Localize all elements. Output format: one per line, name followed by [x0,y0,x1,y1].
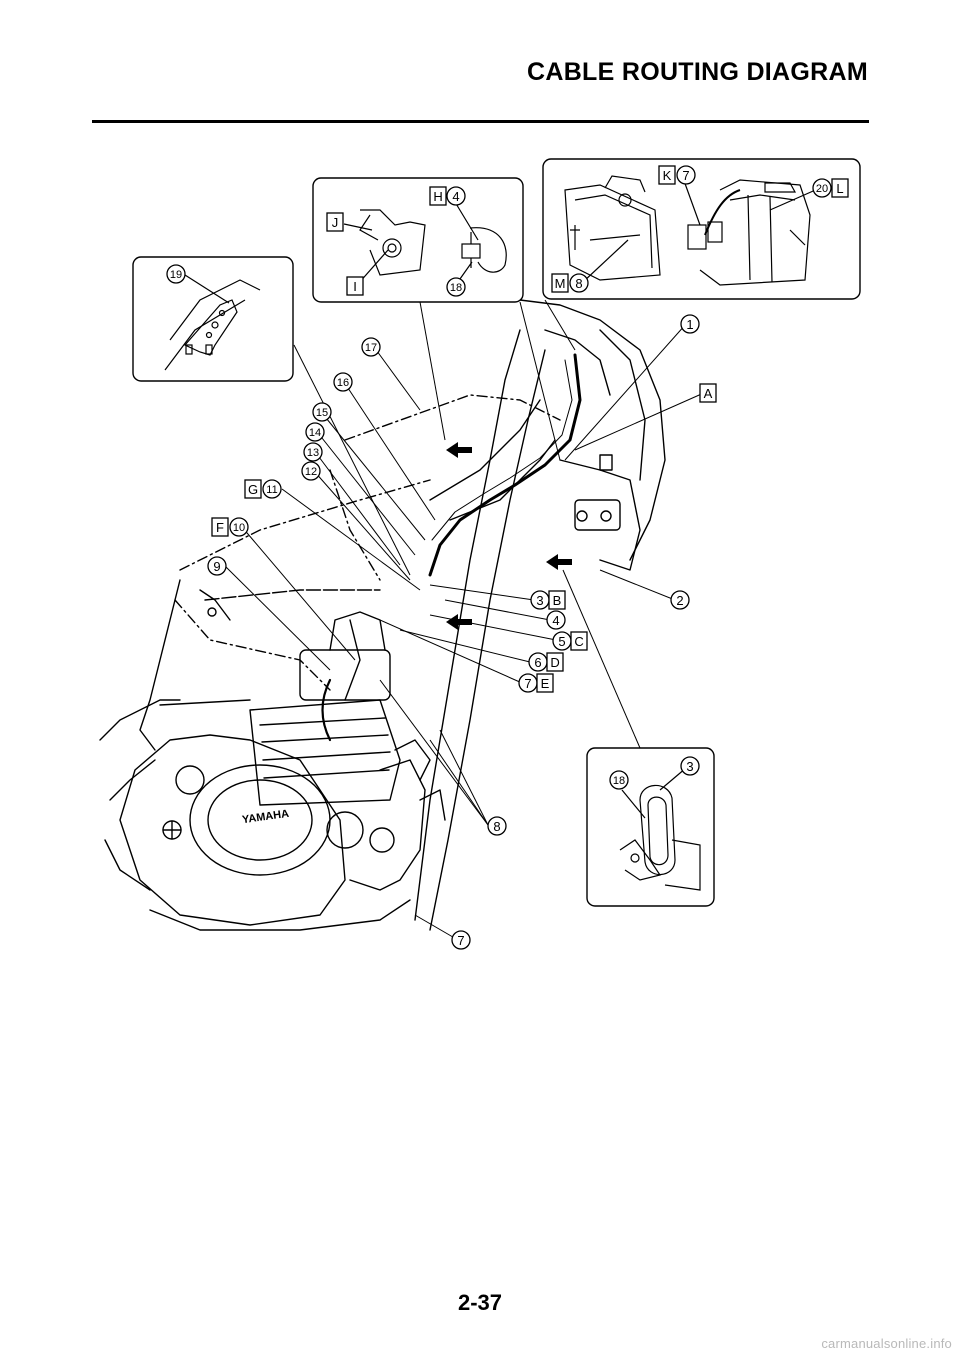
direction-arrows [446,442,572,630]
letter-e: E [536,673,554,693]
leader-lines [225,299,707,941]
callout-4: 4 [546,610,566,630]
svg-text:3: 3 [536,593,543,608]
arrow-lower [446,614,472,630]
svg-text:11: 11 [266,484,277,496]
svg-text:6: 6 [534,655,541,670]
svg-text:4: 4 [552,613,559,628]
svg-text:2: 2 [676,593,683,608]
svg-text:1: 1 [686,317,693,332]
engine-cover-logo: YAMAHA [241,808,290,826]
callout-1: 1 [680,314,700,334]
svg-text:17: 17 [365,342,377,354]
svg-text:16: 16 [337,377,349,389]
callout-20-inset: 20 [812,178,832,198]
callout-14: 14 [305,422,325,442]
letter-d: D [546,652,564,672]
svg-text:3: 3 [686,759,693,774]
letter-i: I [346,276,364,296]
svg-text:12: 12 [305,466,317,478]
svg-text:4: 4 [452,189,459,204]
inset-box-kml [542,158,861,300]
svg-text:G: G [248,482,258,497]
svg-text:7: 7 [682,168,689,183]
letter-c: C [570,631,588,651]
watermark: carmanualsonline.info [821,1336,952,1351]
callout-7: 7 [518,673,538,693]
svg-text:18: 18 [450,282,462,294]
svg-text:5: 5 [558,634,565,649]
callout-13: 13 [303,442,323,462]
svg-text:7: 7 [524,676,531,691]
callout-7-bottom: 7 [451,930,471,950]
svg-text:20: 20 [816,183,828,195]
callout-4-inset: 4 [446,186,466,206]
svg-text:M: M [555,276,566,291]
svg-text:D: D [550,655,559,670]
letter-m: M [551,273,569,293]
letter-k: K [658,165,676,185]
svg-text:8: 8 [575,276,582,291]
svg-text:13: 13 [307,447,319,459]
arrow-upper [446,442,472,458]
svg-text:B: B [553,593,562,608]
svg-text:9: 9 [213,559,220,574]
callout-5: 5 [552,631,572,651]
letter-l: L [831,178,849,198]
callout-19: 19 [166,264,186,284]
letter-h: H [429,186,447,206]
arrow-middle [546,554,572,570]
page-number: 2-37 [457,1290,503,1315]
svg-text:J: J [332,215,339,230]
letter-a: A [699,383,717,403]
svg-text:K: K [663,168,672,183]
svg-text:14: 14 [309,427,321,439]
callout-15: 15 [312,402,332,422]
callout-18-inset: 18 [446,277,466,297]
inset-box-19 [132,256,294,382]
callout-12: 12 [301,461,321,481]
callout-16: 16 [333,372,353,392]
callout-8-inset: 8 [569,273,589,293]
page-title: CABLE ROUTING DIAGRAM [526,58,868,86]
motorcycle-frame-drawing [99,299,666,931]
callout-3-lower-inset: 3 [680,756,700,776]
callout-2: 2 [670,590,690,610]
svg-text:19: 19 [170,269,182,281]
title-rule [92,120,869,123]
callout-17: 17 [361,337,381,357]
svg-text:8: 8 [493,819,500,834]
letter-j: J [326,212,344,232]
svg-text:18: 18 [613,775,625,787]
svg-text:H: H [433,189,442,204]
svg-text:I: I [353,279,357,294]
callout-7-inset: 7 [676,165,696,185]
callout-6: 6 [528,652,548,672]
letter-b: B [548,590,566,610]
svg-text:E: E [541,676,550,691]
callout-11: 11 [262,479,282,499]
svg-text:10: 10 [233,522,245,534]
svg-text:7: 7 [457,933,464,948]
letter-f: F [211,517,229,537]
svg-text:F: F [216,520,224,535]
callout-18-lower-inset: 18 [609,770,629,790]
callout-9: 9 [207,556,227,576]
svg-text:C: C [574,634,583,649]
inset-box-hji [312,177,524,303]
callout-10: 10 [229,517,249,537]
callout-3: 3 [530,590,550,610]
svg-text:15: 15 [316,407,328,419]
letter-g: G [244,479,262,499]
callout-8: 8 [487,816,507,836]
svg-text:L: L [836,181,843,196]
svg-text:A: A [704,386,713,401]
